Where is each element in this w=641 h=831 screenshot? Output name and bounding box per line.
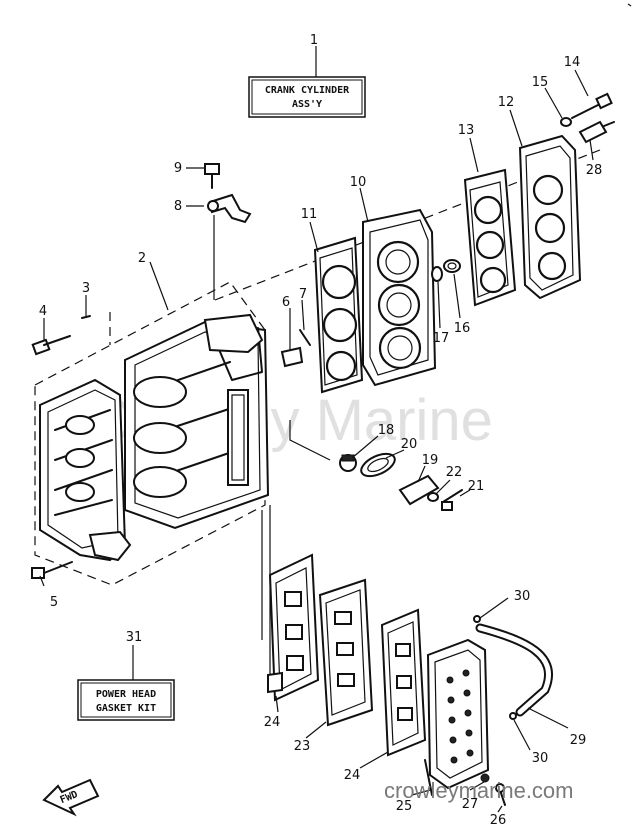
- clamp-8: [207, 193, 252, 224]
- callout-24-b: 24: [344, 768, 361, 783]
- label-box-31-line-1: POWER HEAD: [96, 689, 156, 700]
- anode-16: [443, 259, 461, 273]
- crank-cylinder-label-box: CRANK CYLINDER ASS'Y: [248, 46, 366, 118]
- dowel-pin-3: [81, 315, 91, 319]
- hose-29: [475, 623, 553, 717]
- callout-16: 16: [454, 321, 471, 336]
- corner-mark: [627, 3, 632, 7]
- callout-21: 21: [468, 479, 485, 494]
- leader-lines: [39, 69, 594, 813]
- callout-23: 23: [294, 739, 311, 754]
- clip-30-a: [473, 615, 481, 623]
- callout-9: 9: [174, 161, 182, 176]
- bolt-7: [299, 329, 311, 346]
- callout-22: 22: [446, 465, 463, 480]
- head-cover-12: [518, 134, 582, 300]
- callout-8: 8: [174, 199, 182, 214]
- bolt-4: [31, 335, 71, 356]
- callout-20: 20: [401, 437, 418, 452]
- thermo-switch-28: [578, 120, 615, 144]
- callout-5: 5: [50, 595, 58, 610]
- callout-17: 17: [433, 331, 450, 346]
- callout-1: 1: [310, 33, 318, 48]
- callout-18: 18: [378, 423, 395, 438]
- callout-28: 28: [586, 163, 603, 178]
- callout-2: 2: [138, 251, 146, 266]
- callout-6: 6: [282, 295, 290, 310]
- bolt-21: [441, 489, 463, 511]
- callout-30-a: 30: [514, 589, 531, 604]
- callout-25: 25: [396, 799, 413, 814]
- callout-30-b: 30: [532, 751, 549, 766]
- callout-27: 27: [462, 797, 479, 812]
- cover-gasket-13: [463, 168, 517, 307]
- clip-30-b: [509, 712, 517, 720]
- crankcase-assembly: [39, 313, 270, 562]
- callout-7: 7: [299, 287, 307, 302]
- cylinder-head-10: [362, 208, 437, 387]
- callout-4: 4: [39, 304, 47, 319]
- callout-12: 12: [498, 95, 515, 110]
- callout-11: 11: [301, 207, 318, 222]
- callout-10: 10: [350, 175, 367, 190]
- gasket-20: [360, 452, 396, 478]
- assembly-axis-line: [109, 149, 601, 680]
- washer-27: [480, 773, 490, 783]
- bolt-26: [495, 783, 506, 806]
- callout-3: 3: [82, 281, 90, 296]
- label-box-1-line-1: CRANK CYLINDER: [265, 85, 350, 96]
- bolt-14: [571, 92, 613, 119]
- callout-19: 19: [422, 453, 439, 468]
- gasket-24-a: [267, 553, 320, 702]
- callout-31: 31: [126, 630, 143, 645]
- label-box-1-line-2: ASS'Y: [292, 99, 322, 110]
- callout-29: 29: [570, 733, 587, 748]
- gasket-kit-label-box: POWER HEAD GASKET KIT: [77, 645, 175, 721]
- gasket-17: [431, 266, 443, 282]
- label-box-31-line-2: GASKET KIT: [96, 703, 156, 714]
- plate-23: [318, 578, 374, 727]
- callout-24-a: 24: [264, 715, 281, 730]
- washer-22: [427, 492, 439, 502]
- forward-arrow: FWD: [42, 778, 100, 817]
- bolt-9: [204, 163, 220, 300]
- callout-26: 26: [490, 813, 507, 828]
- crankcase-dashed-box: [34, 281, 266, 586]
- bolt-5: [31, 561, 73, 579]
- site-text: crowleymarine.com: [384, 778, 574, 803]
- gasket-24-b: [380, 608, 427, 757]
- exhaust-cover-25: [424, 638, 490, 796]
- callout-15: 15: [532, 75, 549, 90]
- head-gasket-11: [313, 236, 364, 394]
- washer-15: [560, 117, 572, 127]
- callout-13: 13: [458, 123, 475, 138]
- plate-6: [280, 346, 304, 368]
- callout-numbers: 1 2 3 4 5 6 7 8 9 10 11 12 13 14 15 16 1…: [39, 33, 602, 828]
- callout-14: 14: [564, 55, 581, 70]
- plug-18: [339, 454, 357, 472]
